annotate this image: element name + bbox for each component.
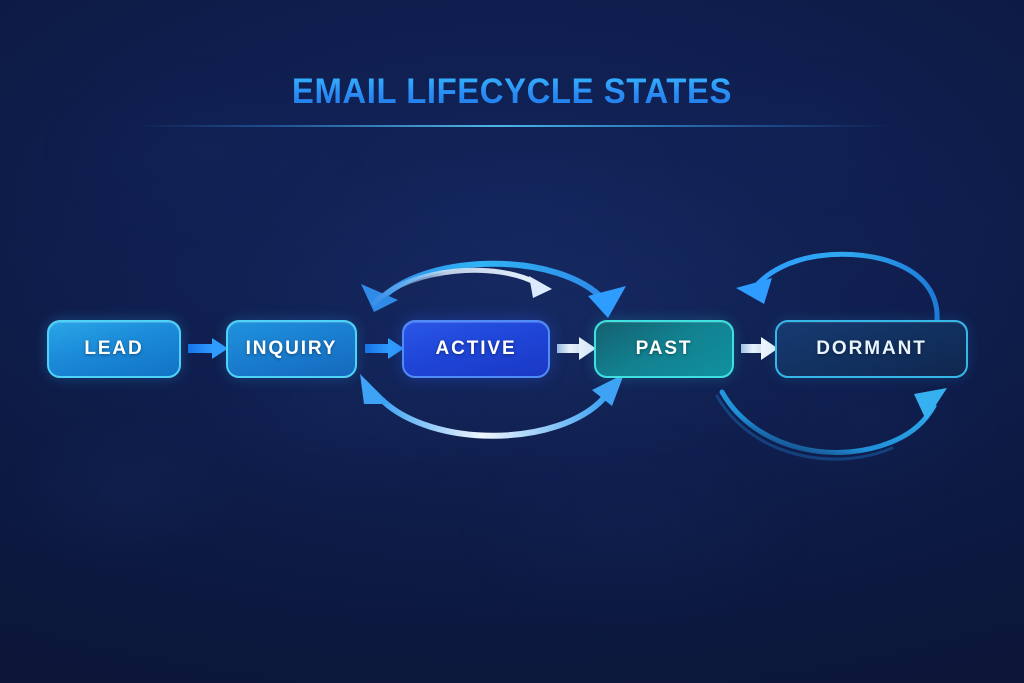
- state-label-lead: LEAD: [84, 338, 144, 359]
- loop-dormant-to-past-top: [736, 251, 940, 323]
- arrow-inquiry-to-active: [365, 338, 404, 359]
- title-divider: [133, 125, 891, 127]
- page-title: EMAIL LIFECYCLE STATES: [31, 74, 994, 109]
- state-box-dormant[interactable]: DORMANT: [775, 320, 968, 378]
- arrow-past-to-dormant: [741, 337, 778, 360]
- state-box-past[interactable]: PAST: [594, 320, 734, 378]
- state-box-inquiry[interactable]: INQUIRY: [226, 320, 357, 378]
- title-block: EMAIL LIFECYCLE STATES: [0, 74, 1024, 127]
- arrow-active-to-past: [557, 337, 596, 360]
- state-label-inquiry: INQUIRY: [245, 338, 338, 359]
- arc-inquiry-past-bottom: [360, 374, 624, 439]
- state-label-dormant: DORMANT: [816, 338, 927, 359]
- state-box-lead[interactable]: LEAD: [47, 320, 181, 378]
- arc-inquiry-active-top-inner: [371, 267, 552, 306]
- state-label-past: PAST: [635, 338, 693, 359]
- arrow-lead-to-inquiry: [188, 338, 228, 359]
- loop-past-to-dormant-bottom: [715, 388, 947, 461]
- arc-inquiry-past-top: [361, 260, 626, 318]
- state-label-active: ACTIVE: [435, 338, 517, 359]
- state-box-active[interactable]: ACTIVE: [402, 320, 550, 378]
